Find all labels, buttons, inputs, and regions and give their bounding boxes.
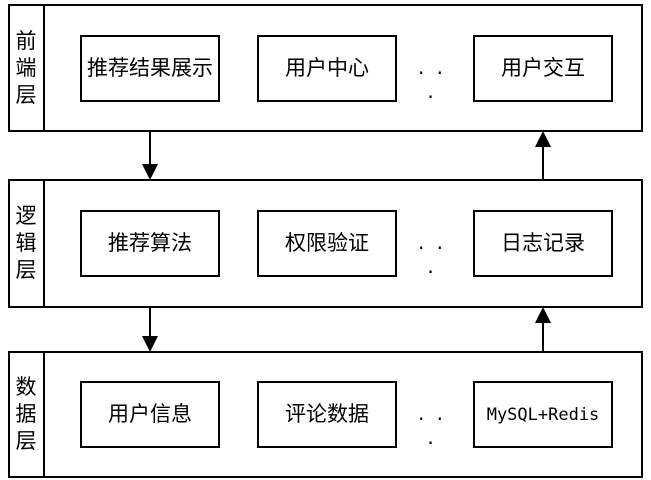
layer-label-char: 辑 — [15, 231, 37, 255]
node-user-center: 用户中心 — [257, 35, 397, 102]
layer-label-frontend: 前端层 — [8, 5, 44, 131]
arrow-frontend-to-logic — [142, 131, 158, 180]
node-label: 用户交互 — [501, 56, 585, 80]
ellipsis-frontend: . . . — [417, 55, 447, 103]
layer-label-text: 逻辑层 — [16, 203, 37, 284]
ellipsis-logic: . . . — [417, 230, 447, 278]
node-log-record: 日志记录 — [473, 210, 613, 277]
layer-label-char: 层 — [15, 258, 37, 282]
layer-label-char: 数 — [15, 375, 37, 399]
node-label: 推荐算法 — [108, 231, 192, 255]
layer-label-char: 据 — [15, 402, 37, 426]
node-user-info: 用户信息 — [80, 381, 220, 448]
layer-label-text: 前端层 — [16, 28, 37, 109]
node-recommendation-algorithm: 推荐算法 — [80, 210, 220, 277]
layer-label-char: 层 — [15, 82, 37, 107]
layer-label-char: 前 — [15, 28, 37, 53]
node-user-interaction: 用户交互 — [473, 35, 613, 102]
node-comment-data: 评论数据 — [257, 381, 397, 448]
layer-label-text: 数据层 — [16, 374, 37, 455]
layer-label-char: 层 — [15, 429, 37, 453]
node-label: MySQL+Redis — [486, 404, 600, 425]
layer-label-char: 逻 — [15, 204, 37, 228]
layer-label-data: 数据层 — [8, 352, 44, 477]
node-mysql-redis: MySQL+Redis — [473, 381, 613, 448]
arrow-logic-to-frontend — [535, 131, 551, 180]
layer-label-char: 端 — [15, 55, 37, 80]
layer-frame-data — [8, 351, 643, 478]
node-label: 权限验证 — [285, 231, 369, 255]
node-label: 用户中心 — [285, 56, 369, 80]
ellipsis-data: . . . — [417, 401, 447, 449]
node-label: 评论数据 — [285, 402, 369, 426]
node-permission-check: 权限验证 — [257, 210, 397, 277]
node-label: 用户信息 — [108, 402, 192, 426]
node-label: 日志记录 — [501, 231, 585, 255]
node-recommendation-display: 推荐结果展示 — [80, 35, 220, 102]
arrow-data-to-logic — [535, 307, 551, 352]
layer-label-logic: 逻辑层 — [8, 180, 44, 307]
node-label: 推荐结果展示 — [87, 56, 213, 80]
arrow-logic-to-data — [142, 307, 158, 352]
layer-frame-logic — [8, 179, 643, 308]
layer-frame-frontend — [8, 4, 643, 132]
